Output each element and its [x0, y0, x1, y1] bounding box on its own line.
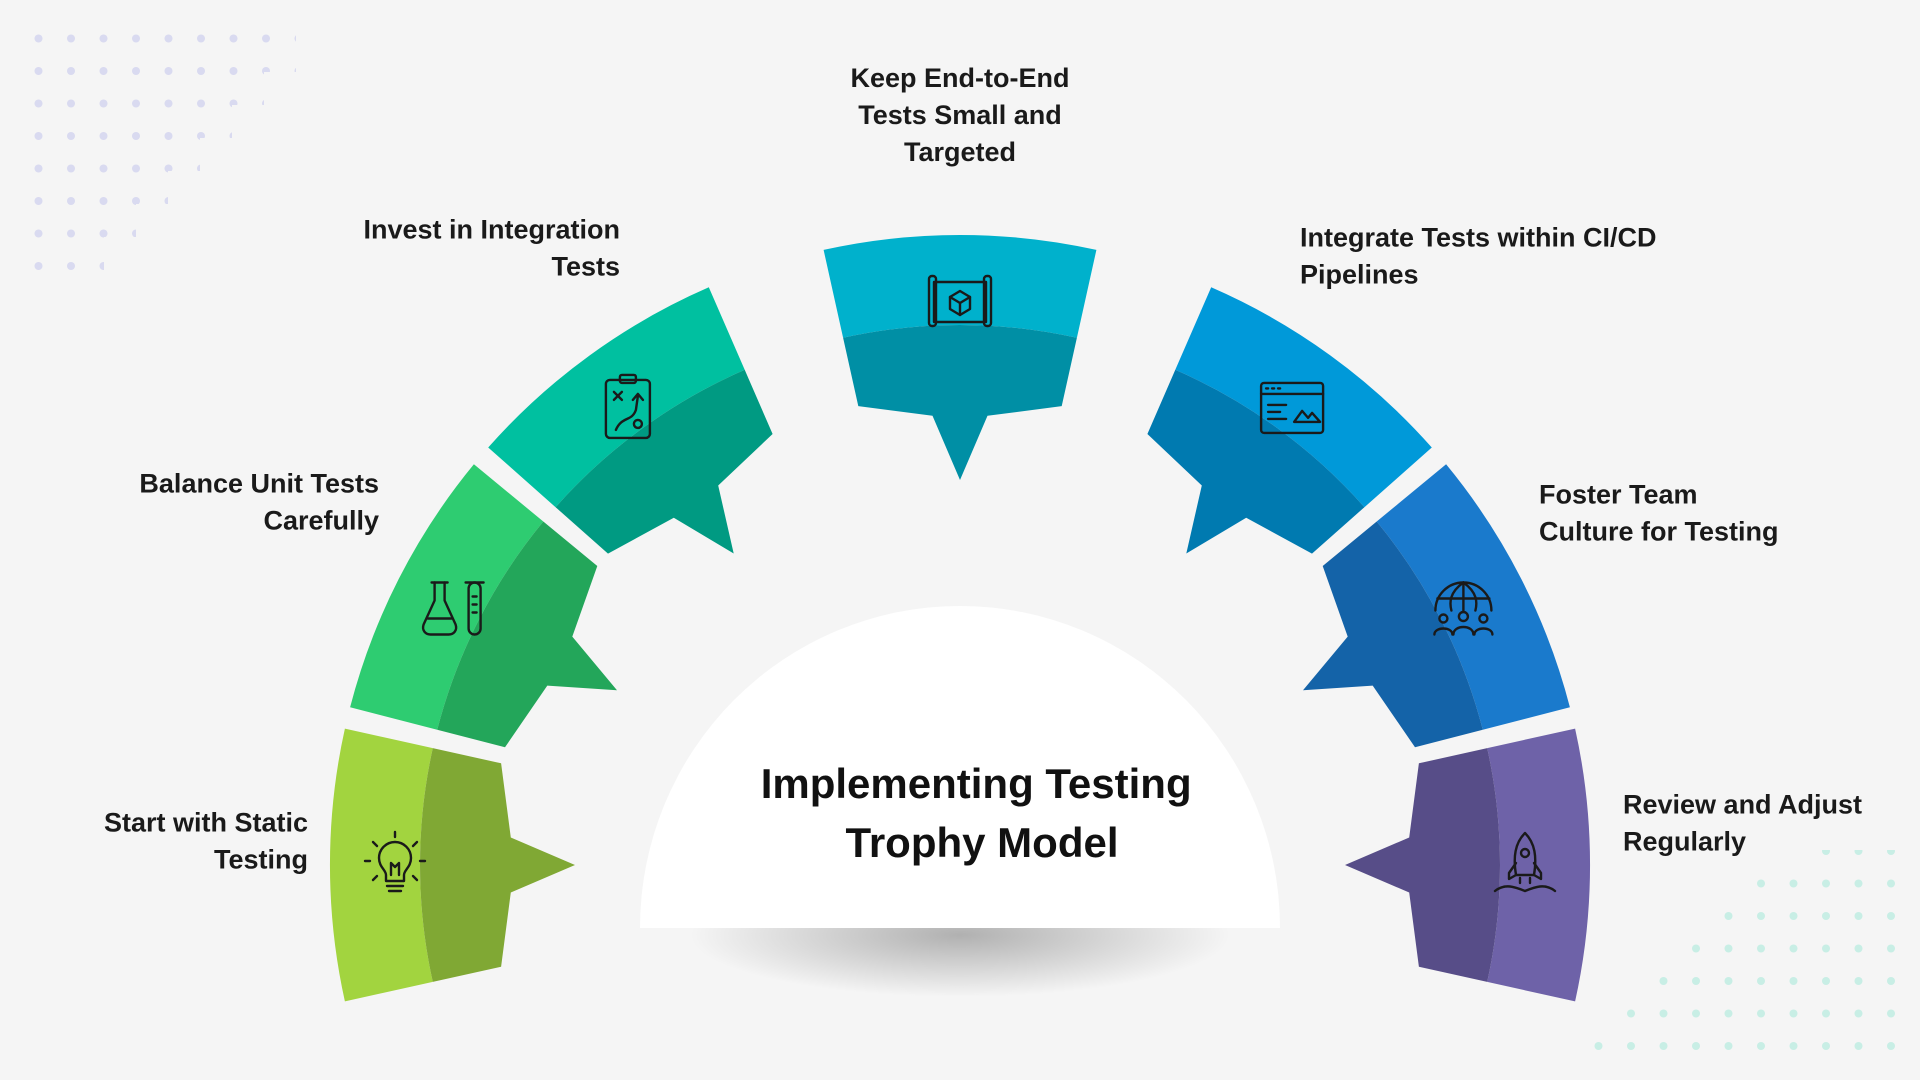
clipboard-strategy-icon — [604, 373, 652, 440]
segment-band — [1376, 464, 1570, 730]
segment-band — [350, 464, 544, 730]
segment-band — [1487, 728, 1591, 1002]
segment-band — [1175, 287, 1432, 508]
step-label-line: Foster Team — [1539, 480, 1698, 510]
step-label-line: Pipelines — [1300, 260, 1419, 290]
step-label-line: Culture for Testing — [1539, 517, 1779, 547]
step-label-5: Integrate Tests within CI/CD Pipelines — [1300, 223, 1657, 290]
flask-icon — [421, 581, 485, 636]
fan-segments — [329, 234, 1591, 1002]
segment-6 — [1303, 464, 1570, 748]
step-label-line: Targeted — [904, 137, 1016, 167]
segment-pointer — [555, 369, 773, 554]
segment-pointer — [1303, 521, 1483, 748]
browser-window-icon — [1259, 381, 1325, 435]
rocket-icon — [1493, 831, 1557, 893]
segment-2 — [350, 464, 617, 748]
step-label-line: Start with Static — [104, 808, 308, 838]
lightbulb-icon — [363, 830, 427, 893]
global-team-icon — [1433, 581, 1494, 636]
segment-7 — [1345, 728, 1591, 1002]
step-icons — [363, 274, 1557, 893]
segment-4 — [823, 234, 1097, 480]
step-label-line: Regularly — [1623, 827, 1746, 857]
step-label-line: Balance Unit Tests — [139, 469, 379, 499]
segment-5 — [1147, 287, 1432, 554]
step-label-line: Tests Small and — [858, 100, 1062, 130]
blueprint-icon — [927, 274, 993, 328]
segment-pointer — [1147, 369, 1365, 554]
step-label-line: Review and Adjust — [1623, 790, 1862, 820]
step-label-line: Testing — [214, 845, 308, 875]
center-dome — [640, 606, 1280, 928]
segment-1 — [329, 728, 575, 1002]
step-label-line: Tests — [551, 252, 620, 282]
segment-pointer — [437, 521, 617, 748]
step-label-line: Keep End-to-End — [851, 63, 1070, 93]
center-title-line-2: Trophy Model — [846, 819, 1119, 866]
segment-band — [823, 234, 1097, 338]
center-title: Implementing Testing Trophy Model — [761, 760, 1204, 866]
decorative-dots-bottom-right — [1590, 850, 1900, 1070]
step-label-line: Invest in Integration — [363, 215, 620, 245]
decorative-dots-top-left — [14, 18, 296, 270]
segment-pointer — [419, 748, 575, 982]
segment-pointer — [1345, 748, 1501, 982]
step-label-line: Integrate Tests within CI/CD — [1300, 223, 1657, 253]
center-title-line-1: Implementing Testing — [761, 760, 1192, 807]
segment-pointer — [843, 324, 1077, 480]
step-label-line: Carefully — [263, 506, 379, 536]
